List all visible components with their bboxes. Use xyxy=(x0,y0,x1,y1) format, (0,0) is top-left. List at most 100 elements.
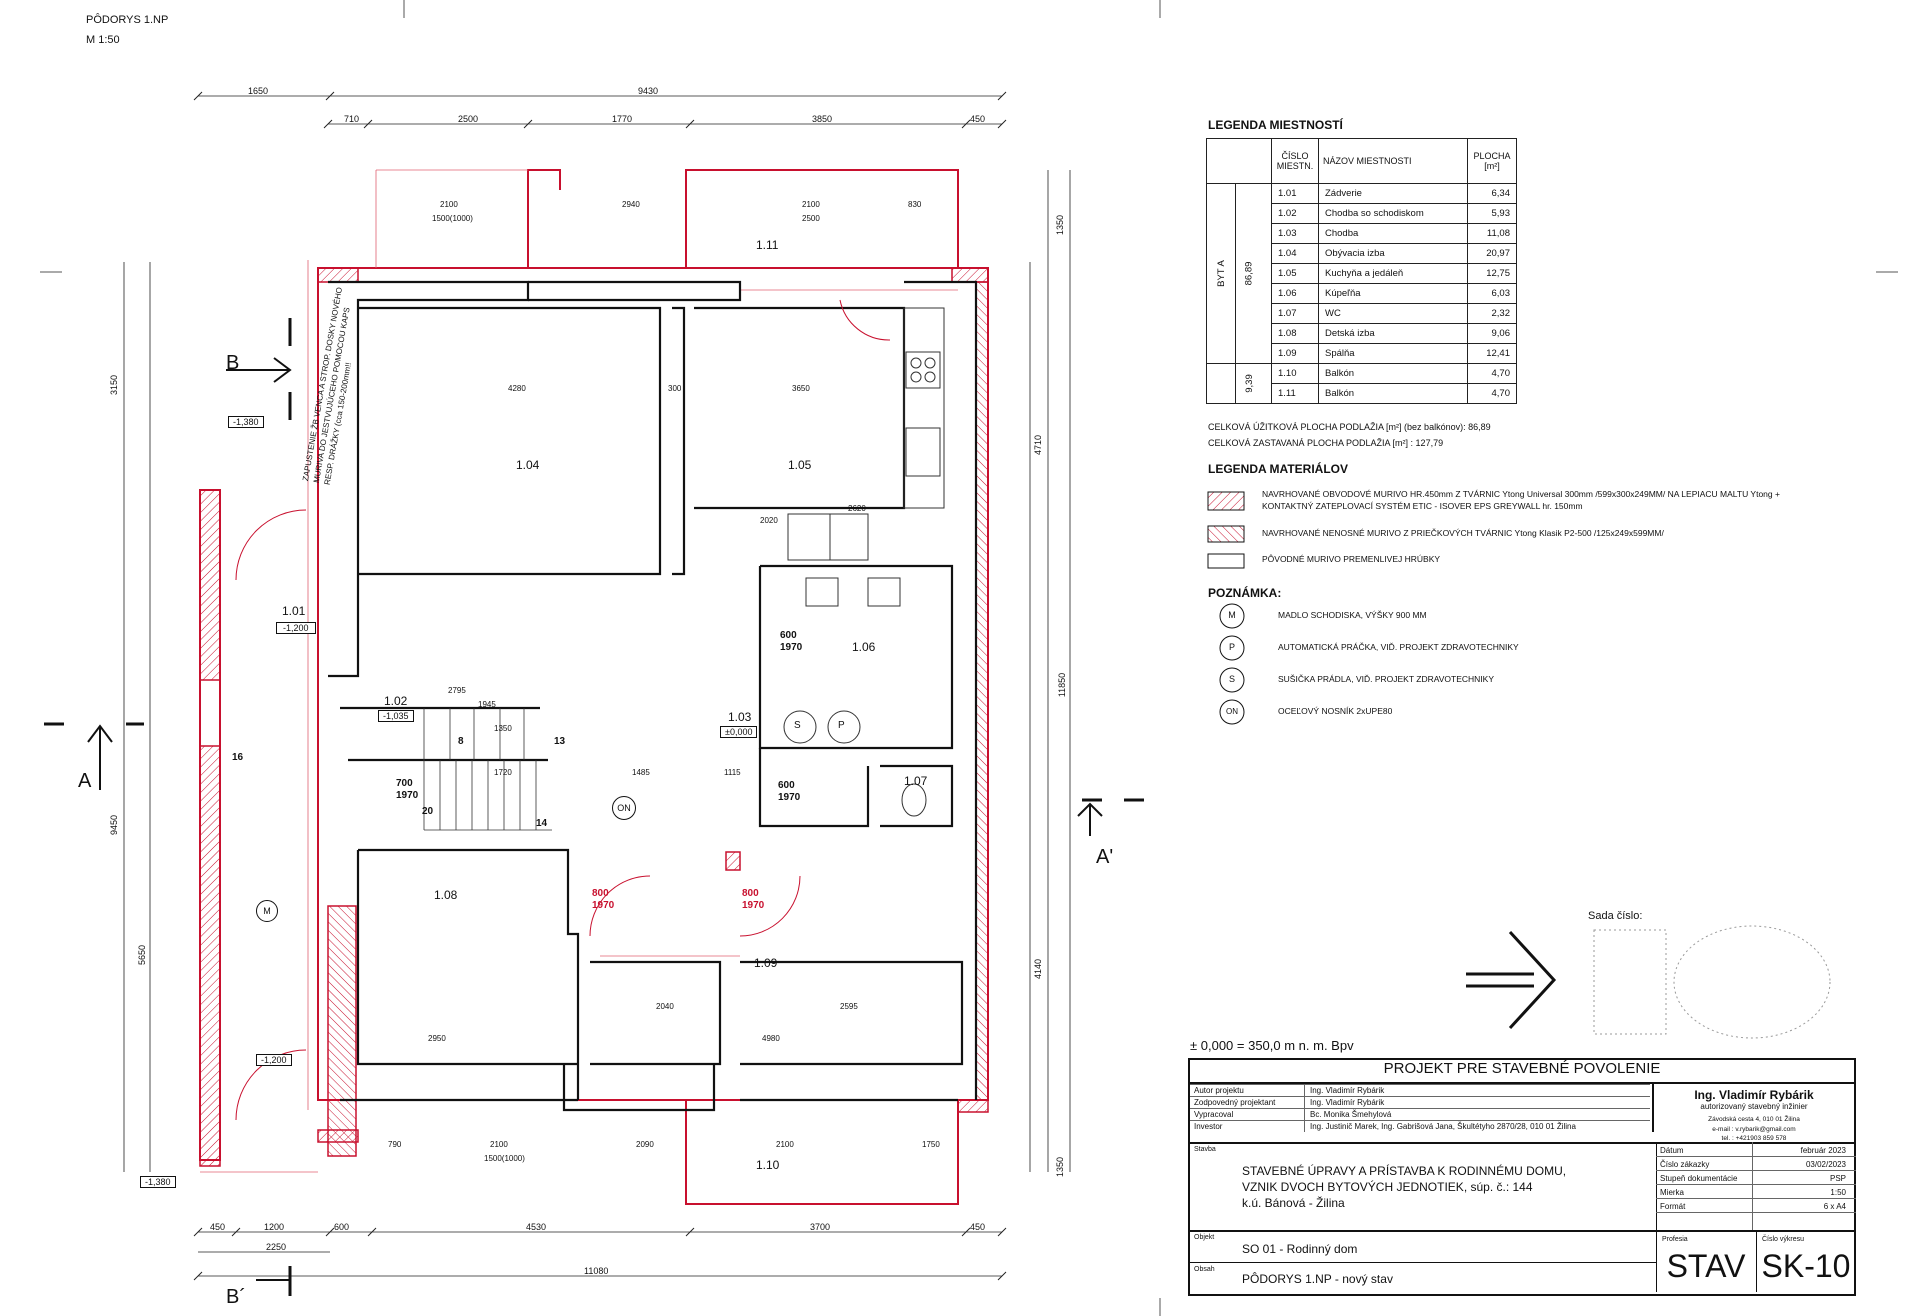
level-badge: -1,035 xyxy=(378,710,414,722)
dim-text: 1945 xyxy=(478,700,496,709)
room-area: 11,08 xyxy=(1467,223,1517,244)
room-area: 6,03 xyxy=(1467,283,1517,304)
info-key: Stupeň dokumentácie xyxy=(1660,1174,1738,1183)
info-value: február 2023 xyxy=(1800,1146,1846,1155)
tb-key: Autor projektu xyxy=(1194,1086,1244,1095)
room-num: 1.09 xyxy=(1271,343,1319,364)
room-area: 20,97 xyxy=(1467,243,1517,264)
stair-number: 20 xyxy=(422,806,434,817)
section-label: A' xyxy=(1096,846,1114,868)
room-area: 2,32 xyxy=(1467,303,1517,324)
dim-text: 2500 xyxy=(802,214,820,223)
dim-text: 2250 xyxy=(266,1242,287,1252)
dim-text: 1200 xyxy=(264,1222,285,1232)
cislo-label: Číslo výkresu xyxy=(1762,1236,1805,1243)
room-label: 1.02 xyxy=(384,694,408,708)
room-name: Zádverie xyxy=(1318,183,1468,204)
elevation-note: ± 0,000 = 350,0 m n. m. Bpv xyxy=(1190,1038,1354,1053)
room-area: 12,75 xyxy=(1467,263,1517,284)
firm-subtitle: autorizovaný stavebný inžinier xyxy=(1700,1102,1808,1111)
tb-key: Investor xyxy=(1194,1122,1223,1131)
total-useful-area: CELKOVÁ ÚŽITKOVÁ PLOCHA PODLAŽIA [m²] (b… xyxy=(1208,422,1491,432)
dim-text: 3150 xyxy=(109,374,120,396)
room-name: Kuchyňa a jedáleň xyxy=(1318,263,1468,284)
dim-text: 2020 xyxy=(760,516,778,525)
dim-text: 600 xyxy=(334,1222,350,1232)
handrail-symbol: M xyxy=(256,900,278,922)
level-badge: -1,380 xyxy=(140,1176,176,1188)
room-num: 1.08 xyxy=(1271,323,1319,344)
room-label: 1.11 xyxy=(756,238,779,252)
stavba-line: k.ú. Bánová - Žilina xyxy=(1242,1196,1345,1210)
room-label: 1.03 xyxy=(728,710,752,724)
note-symbol: ON xyxy=(1226,707,1238,716)
room-num: 1.04 xyxy=(1271,243,1319,264)
dim-text: 1720 xyxy=(494,768,512,777)
stavba-line: STAVEBNÉ ÚPRAVY A PRÍSTAVBA K RODINNÉMU … xyxy=(1242,1164,1567,1178)
staircase xyxy=(423,708,552,831)
room-label: 1.06 xyxy=(852,640,876,654)
room-area: 6,34 xyxy=(1467,183,1517,204)
info-value: 03/02/2023 xyxy=(1805,1160,1846,1169)
room-num: 1.02 xyxy=(1271,203,1319,224)
room-label: 1.08 xyxy=(434,888,458,902)
room-area: 5,93 xyxy=(1467,203,1517,224)
room-name: Spálňa xyxy=(1318,343,1468,364)
stamp-label: Sada číslo: xyxy=(1588,910,1643,922)
notes-title: POZNÁMKA: xyxy=(1208,586,1282,600)
dim-text: 710 xyxy=(344,114,360,124)
title-block xyxy=(1188,1058,1856,1296)
dim-text: 2090 xyxy=(636,1140,654,1149)
dim-text: 2620 xyxy=(848,504,866,513)
room-num: 1.03 xyxy=(1271,223,1319,244)
room-label: 1.09 xyxy=(754,956,778,970)
room-label: 1.07 xyxy=(904,774,928,788)
firm-name: Ing. Vladimír Rybárik xyxy=(1694,1088,1814,1102)
objekt-label: Objekt xyxy=(1194,1234,1215,1241)
cislo-value: SK-10 xyxy=(1761,1248,1851,1284)
dim-text: 3850 xyxy=(812,114,833,124)
dim-text: 2100 xyxy=(440,200,458,209)
room-name: Balkón xyxy=(1318,363,1468,384)
room-area: 4,70 xyxy=(1467,383,1517,404)
dim-text: 830 xyxy=(908,200,922,209)
note-symbols xyxy=(1219,603,1245,725)
objekt-text: SO 01 - Rodinný dom xyxy=(1242,1242,1358,1256)
level-badge: -1,200 xyxy=(276,622,316,634)
room-name: WC xyxy=(1318,303,1468,324)
room-num: 1.11 xyxy=(1271,383,1319,404)
dim-text: 2500 xyxy=(458,114,479,124)
room-name: Kúpeľňa xyxy=(1318,283,1468,304)
total-built-area: CELKOVÁ ZASTAVANÁ PLOCHA PODLAŽIA [m²] :… xyxy=(1208,438,1444,448)
dim-text: 1115 xyxy=(724,768,741,777)
info-key: Číslo zákazky xyxy=(1660,1160,1710,1169)
dim-text: 2595 xyxy=(840,1002,858,1011)
room-num: 1.07 xyxy=(1271,303,1319,324)
dim-text: 1770 xyxy=(612,114,633,124)
dim-text: 450 xyxy=(210,1222,226,1232)
dim-text: 2795 xyxy=(448,686,466,695)
dim-text: 9450 xyxy=(109,814,120,836)
stair-number: 14 xyxy=(536,818,548,829)
group-cell: BYT A 86,89 xyxy=(1206,183,1272,364)
dim-text: 2040 xyxy=(656,1002,674,1011)
dim-text: 11080 xyxy=(584,1266,609,1276)
level-badge: ±0,000 xyxy=(720,726,758,738)
door-swings xyxy=(235,299,891,1121)
dim-text: 1350 xyxy=(1055,214,1066,236)
dim-text: 300 xyxy=(668,384,682,393)
dim-text: 450 xyxy=(970,1222,986,1232)
stair-number: 13 xyxy=(554,736,566,747)
beam-symbol: ON xyxy=(612,796,636,820)
note-text: OCEĽOVÝ NOSNÍK 2xUPE80 xyxy=(1278,706,1393,716)
crop-marks xyxy=(40,0,1898,1316)
north-arrow xyxy=(1466,930,1557,1030)
note-text: MADLO SCHODISKA, VÝŠKY 900 MM xyxy=(1278,610,1427,620)
sheet-title: PÔDORYS 1.NP xyxy=(86,14,169,26)
material-item: PÔVODNÉ MURIVO PREMENLIVEJ HRÚBKY xyxy=(1262,554,1441,564)
room-name: Chodba so schodiskom xyxy=(1318,203,1468,224)
room-num: 1.01 xyxy=(1271,183,1319,204)
